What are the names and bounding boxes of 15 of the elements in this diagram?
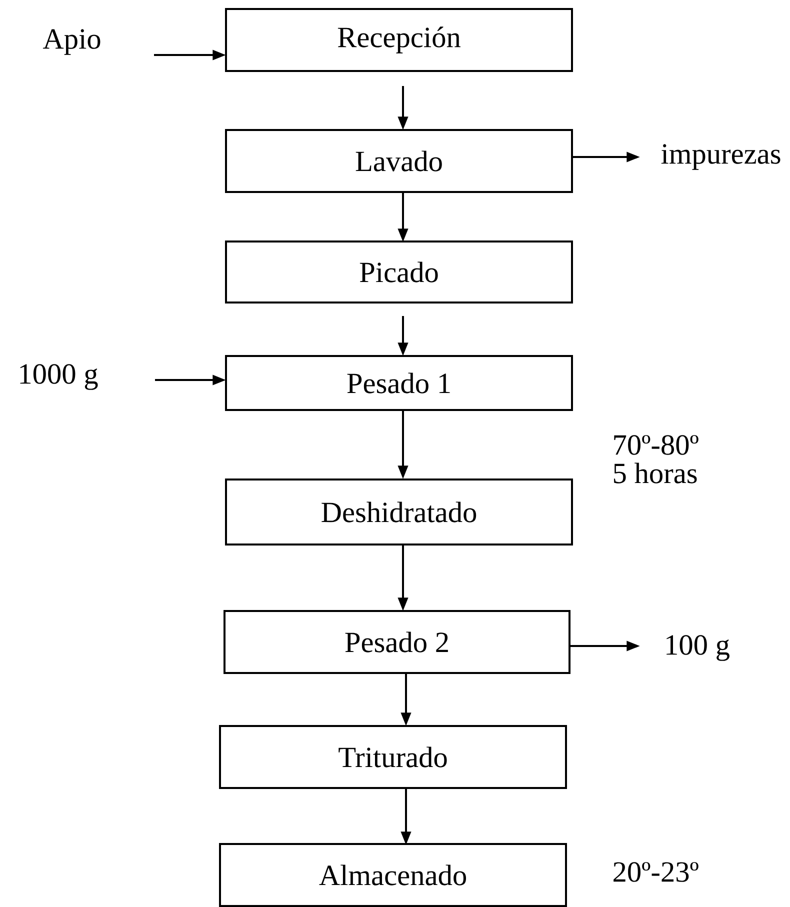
flow-label: Apio [42,29,100,55]
flow-label: impurezas [661,144,780,170]
process-box: Almacenado [219,843,567,907]
process-box: Deshidratado [225,478,573,546]
process-box: Picado [225,240,573,304]
annotation-text: 70º-80º [614,435,698,455]
flow-label: 100 g [666,635,730,661]
flow-label: 1000 g [20,364,98,390]
annotation-text: 5 horas [614,462,697,484]
process-box: Lavado [225,129,573,193]
annotation-text: 20º-23º [614,862,698,882]
process-box: Pesado 2 [224,610,570,674]
process-box: Triturado [219,725,567,789]
process-box: Recepción [225,8,573,72]
process-box: Pesado 1 [225,355,573,411]
